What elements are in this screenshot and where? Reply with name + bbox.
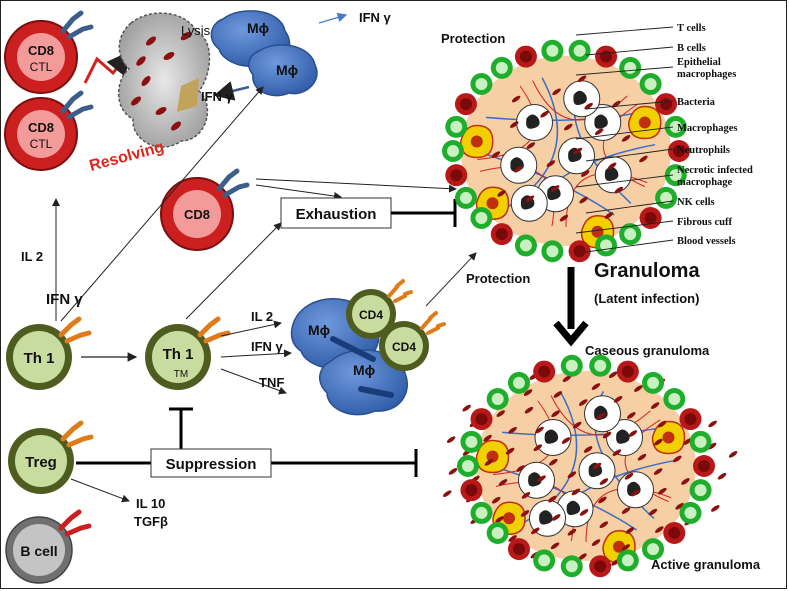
ifn-gamma-label-left: IFN γ — [46, 291, 83, 308]
cd8-ctl-cell-2: CD8 CTL — [4, 90, 94, 171]
cd4-label-2: CD4 — [392, 340, 416, 354]
macrophage-label: Mϕ — [276, 62, 298, 78]
il2-arrow-right — [220, 320, 282, 337]
th1m-label: Th 1 — [163, 346, 194, 363]
latent-infection-label: (Latent infection) — [594, 291, 699, 306]
protection-label-top: Protection — [441, 31, 505, 46]
caseous-granuloma-label: Caseous granuloma — [585, 343, 710, 358]
bcr-receptor-icon — [58, 509, 92, 537]
legend-item-label: B cells — [677, 43, 706, 54]
cytotoxic-zigzag-arrow — [83, 50, 131, 84]
b-cell: B cell — [5, 509, 92, 584]
cd8-to-exhaustion-arrow — [255, 184, 342, 200]
suppression-label: Suppression — [166, 456, 257, 473]
cd8-to-granuloma-arrow — [255, 178, 457, 193]
granuloma-latent — [442, 39, 690, 263]
ifn-arrow-right — [220, 349, 292, 358]
bcell-label: B cell — [20, 543, 57, 559]
macrophage-cd4-cluster: Mϕ Mϕ CD4 CD4 — [290, 279, 446, 416]
th1-label: Th 1 — [24, 350, 55, 367]
il10-arrow — [70, 478, 130, 503]
exhaustion-label: Exhaustion — [296, 206, 377, 223]
legend-item-label: Macrophages — [677, 123, 737, 134]
progression-arrow-head — [553, 320, 589, 347]
il10-label: IL 10 — [136, 496, 165, 511]
cd8-label: CD8 — [184, 207, 210, 222]
lysis-label: Lysis — [181, 23, 211, 38]
lysed-cell-icon — [117, 12, 211, 148]
cd8-ctl-1-line2: CTL — [30, 60, 53, 74]
tcr-receptor-icon — [58, 316, 92, 344]
tcr-receptor-icon — [60, 10, 94, 40]
il2-label-left: IL 2 — [21, 249, 43, 264]
ifn-arrow-out — [318, 12, 348, 24]
suppression-box — [150, 448, 272, 478]
resolving-label: Resolving — [88, 139, 166, 175]
ifn-gamma-label-mid: IFN γ — [201, 89, 234, 104]
tcr-receptor-icon — [387, 279, 413, 303]
granuloma-title: Granuloma — [594, 260, 700, 282]
cd8-ctl-cell-1: CD8 CTL — [4, 10, 94, 94]
il2-label-right: IL 2 — [251, 309, 273, 324]
active-granuloma-label: Active granuloma — [651, 557, 761, 572]
macrophage-label: Mϕ — [308, 322, 330, 338]
tcr-receptor-icon — [216, 168, 250, 198]
cd8-ctl-2-line1: CD8 — [28, 120, 54, 135]
tnf-label: TNF — [259, 375, 284, 390]
legend-item-label: NK cells — [677, 197, 715, 208]
protection-arrow-lower — [425, 252, 477, 307]
granuloma-active — [442, 354, 738, 578]
tcr-receptor-icon — [197, 316, 231, 344]
treg-label: Treg — [25, 454, 57, 471]
cd8-cell: CD8 — [160, 168, 250, 251]
legend-item-label: Bacteria — [677, 97, 716, 108]
tgfb-label: TGFβ — [134, 514, 168, 529]
th1-cell: Th 1 — [6, 316, 92, 390]
th1m-sub-label: TM — [174, 369, 188, 380]
macrophage-label: Mϕ — [247, 20, 269, 36]
tcr-receptor-icon — [60, 90, 94, 120]
tcr-receptor-icon — [60, 420, 94, 448]
ifn-gamma-label-top: IFN γ — [359, 10, 392, 25]
tcr-receptor-icon — [420, 311, 446, 335]
legend-item-label: Fibrous cuff — [677, 217, 732, 228]
legend-item-label: Neutrophils — [677, 145, 730, 156]
macrophage-pair-top: Mϕ Mϕ — [210, 10, 318, 97]
th1m-to-exhaustion-arrow — [185, 222, 282, 320]
ifn-arrow-up — [60, 86, 264, 322]
tnf-arrow — [220, 368, 287, 395]
treg-cell: Treg — [8, 420, 94, 494]
legend-item-label: Blood vessels — [677, 236, 736, 247]
protection-label-lower: Protection — [466, 271, 530, 286]
macrophage-label: Mϕ — [353, 362, 375, 378]
th1-memory-cell: Th 1 TM — [145, 316, 231, 390]
legend-item-label: T cells — [677, 23, 706, 34]
cd4-label-1: CD4 — [359, 308, 383, 322]
ifn-gamma-label-right: IFN γ — [251, 339, 284, 354]
cd8-ctl-1-line1: CD8 — [28, 43, 54, 58]
cd8-ctl-2-line2: CTL — [30, 137, 53, 151]
ifn-arrow-in — [213, 81, 250, 101]
